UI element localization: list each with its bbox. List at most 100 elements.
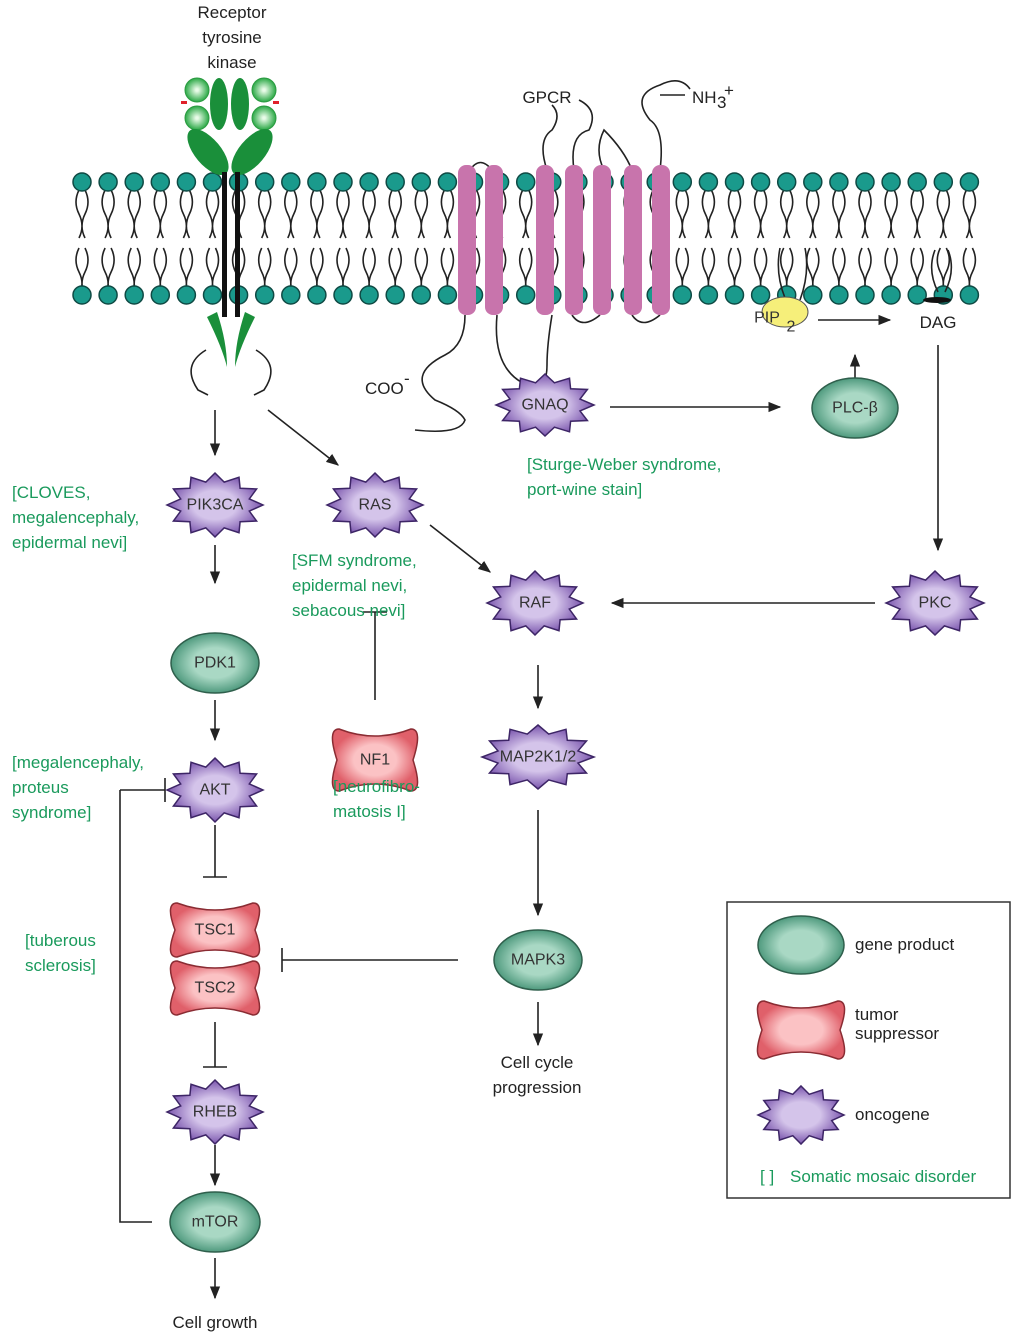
legend-gene_product-shape [757,915,845,975]
lipid-head [959,172,980,192]
lipid-head [698,172,719,192]
receptors [181,77,953,433]
coo-superscript: - [404,369,410,388]
lipid-head [150,285,171,305]
lipid-tail [675,189,690,239]
cell-cycle-label: Cell cycle [501,1053,574,1072]
lipid-head [437,285,458,305]
node-raf: RAF [485,569,585,637]
oncogene-shape [165,756,265,824]
gene_product-shape [169,1191,261,1253]
node-mapk3: MAPK3 [493,929,583,991]
lipid-tail [806,189,820,239]
charge-mark [181,101,187,104]
node-ras: RAS [325,471,425,539]
lipid-head [385,172,405,192]
disorder-gnaq: [Sturge-Weber syndrome, [527,455,721,474]
rtk-domain-ball [184,77,210,103]
rtk-label: kinase [207,53,256,72]
node-label: RHEB [193,1104,237,1121]
rtk-domain [231,128,273,176]
legend-label: gene product [855,935,955,954]
lipid-head [385,285,405,305]
lipid-head [307,285,327,305]
node-label: PKC [919,595,952,612]
lipid-head [776,172,797,192]
feedback-line [119,790,152,1223]
lipid-tail [257,189,272,239]
legend-oncogene-shape [756,1084,846,1146]
disorder-pik3ca: epidermal nevi] [12,533,127,552]
oncogene-shape [325,471,425,539]
lipid-head [307,172,327,192]
lipid-head [281,172,301,192]
node-tsc1: TSC1 [169,902,261,958]
lipid-tail [701,189,716,239]
disorder-akt: [megalencephaly, [12,753,144,772]
lipid-tail [779,189,794,239]
nh3-subscript: 3 [717,93,726,112]
disorder-tsc: [tuberous [25,931,96,950]
node-label: PLC-β [832,400,878,417]
lipid-head [98,285,118,305]
node-akt: AKT [165,756,265,824]
pip2-molecule [761,296,809,328]
dag-head [923,297,951,303]
lipid-head [515,285,536,305]
lipid-head [672,172,693,192]
node-pik3ca: PIK3CA [165,471,265,539]
rtk-domain [187,128,229,176]
node-label: PIK3CA [187,497,244,514]
lipid-head [202,172,223,192]
lipid-head [515,172,536,192]
activation-arrow [429,524,492,573]
rtk-domain-ball [184,105,210,131]
gene_product-shape [811,377,899,439]
lipid-head [672,285,693,305]
lipid-tail [518,189,533,239]
lipid-head [803,172,823,192]
node-nf1: NF1 [331,728,419,792]
oncogene-shape [165,471,265,539]
node-label: RAS [359,497,392,514]
cell-growth-label: Cell growth [172,1313,257,1332]
lipid-head [281,285,301,305]
node-label: mTOR [192,1214,239,1231]
lipid-tail [440,189,455,239]
lipid-head [437,172,458,192]
disorder-ras: epidermal nevi, [292,576,407,595]
lipid-head [333,172,353,192]
nh3-label: NH [692,88,717,107]
cell-cycle-label: progression [493,1078,582,1097]
lipid-tail [753,189,768,239]
oncogene-shape [165,1078,265,1146]
lipid-head [202,285,223,305]
legend-label: tumor [855,1005,899,1024]
gene_product-shape [493,929,583,991]
legend-label: oncogene [855,1105,930,1124]
oncogene-shape [884,569,986,637]
tumor_suppressor-shape [169,960,261,1016]
pathway-edges [119,314,944,1300]
cell-membrane [72,172,980,305]
disorder-tsc: sclerosis] [25,956,96,975]
rtk-kinase [207,312,227,367]
lipid-tail [336,189,350,239]
node-label: TSC2 [195,980,236,997]
disorder-gnaq: port-wine stain] [527,480,642,499]
legend-bracket: [ ] [760,1167,774,1186]
lipid-head [829,285,849,305]
lipid-head [803,285,823,305]
gpcr-helix [593,165,611,315]
rtk-tail [190,349,272,396]
lipid-head [176,172,197,192]
lipid-tail [832,189,846,239]
lipid-head [881,285,901,305]
lipid-tail [777,247,953,301]
lipid-tail [179,189,194,239]
disorder-akt: syndrome] [12,803,91,822]
disorder-pik3ca: [CLOVES, [12,483,90,502]
gpcr-helix [624,165,642,315]
